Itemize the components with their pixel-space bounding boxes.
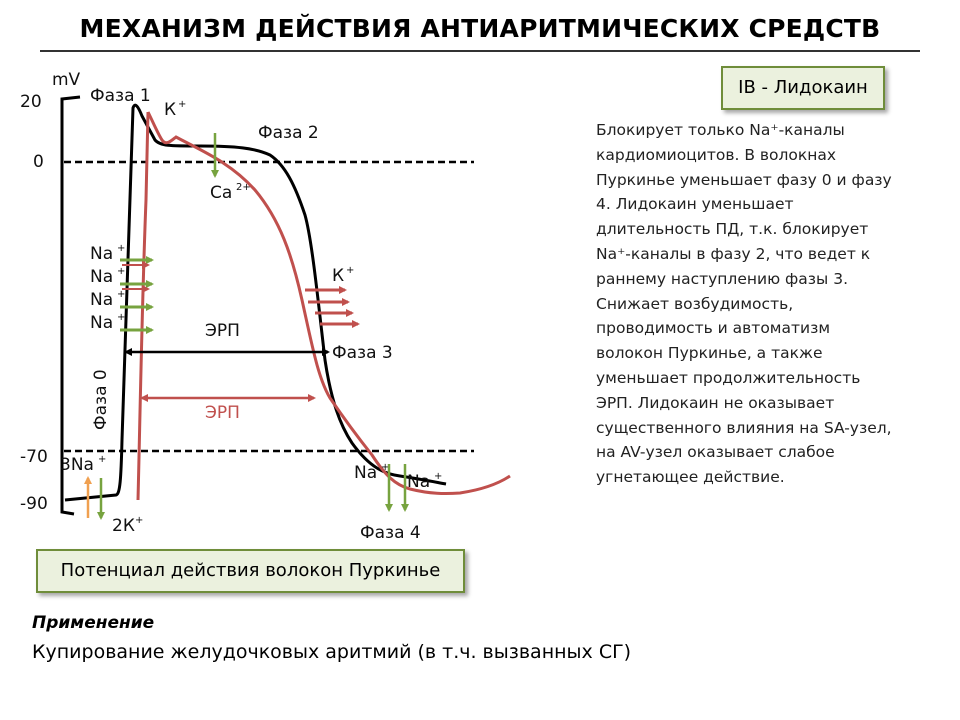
na-ion-charge: + <box>117 312 125 323</box>
y-axis-bracket <box>60 95 81 516</box>
na-ion-charge: + <box>117 266 125 277</box>
na-ion-bottom-charge-1: + <box>381 462 389 473</box>
na-ion-label: Na <box>90 290 113 310</box>
ca-ion-charge: 2+ <box>236 182 251 193</box>
phase-1-label: Фаза 1 <box>90 86 151 106</box>
phase-0-label: Фаза 0 <box>91 369 111 430</box>
ca-ion-label: Ca <box>210 183 232 203</box>
k-2-ion-charge: + <box>135 515 143 526</box>
na-ion-charge: + <box>117 289 125 300</box>
application-text: Купирование желудочковых аритмий (в т.ч.… <box>32 641 632 663</box>
na-ion-bottom-label-1: Na <box>354 463 377 483</box>
k-ion-right-label: К <box>332 266 344 286</box>
tick-label-minus-90: -90 <box>20 494 48 514</box>
k-ion-top-label: К <box>164 100 176 120</box>
na-ion-label: Na <box>90 244 113 264</box>
drug-description-text: Блокирует только Na⁺-каналы кардиомиоцит… <box>596 121 892 487</box>
erp-label-black: ЭРП <box>205 321 240 341</box>
k-ion-top-charge: + <box>178 99 186 110</box>
na-ion-bottom-label-2: Na <box>407 472 430 492</box>
slide-title: МЕХАНИЗМ ДЕЙСТВИЯ АНТИАРИТМИЧЕСКИХ СРЕДС… <box>79 14 881 43</box>
diagram-caption-box: Потенциал действия волокон Пуркинье <box>36 549 465 593</box>
tick-label-minus-70: -70 <box>20 447 48 467</box>
title-underline <box>40 50 920 52</box>
phase-2-label: Фаза 2 <box>258 123 319 143</box>
k-2-ion-label: 2К <box>112 516 135 536</box>
na-3-ion-label: 3Na <box>60 455 94 475</box>
action-potential-curve-red <box>146 111 511 495</box>
na-ion-bottom-charge-2: + <box>434 471 442 482</box>
phase-4-label: Фаза 4 <box>360 523 421 543</box>
action-potential-upstroke-red <box>136 111 150 501</box>
drug-class-box: IB - Лидокаин <box>721 66 885 110</box>
phase-3-label: Фаза 3 <box>332 343 393 363</box>
na-ion-charge: + <box>117 243 125 254</box>
tick-label-20: 20 <box>20 92 42 112</box>
k-ion-right-charge: + <box>346 265 354 276</box>
na-3-ion-charge: + <box>98 454 106 465</box>
tick-label-0: 0 <box>33 152 44 172</box>
axis-unit-label: mV <box>52 70 81 90</box>
na-ion-label: Na <box>90 313 113 333</box>
action-potential-curve-black <box>64 103 447 502</box>
na-ion-label: Na <box>90 267 113 287</box>
erp-label-red: ЭРП <box>205 403 240 423</box>
application-heading: Применение <box>32 613 155 633</box>
